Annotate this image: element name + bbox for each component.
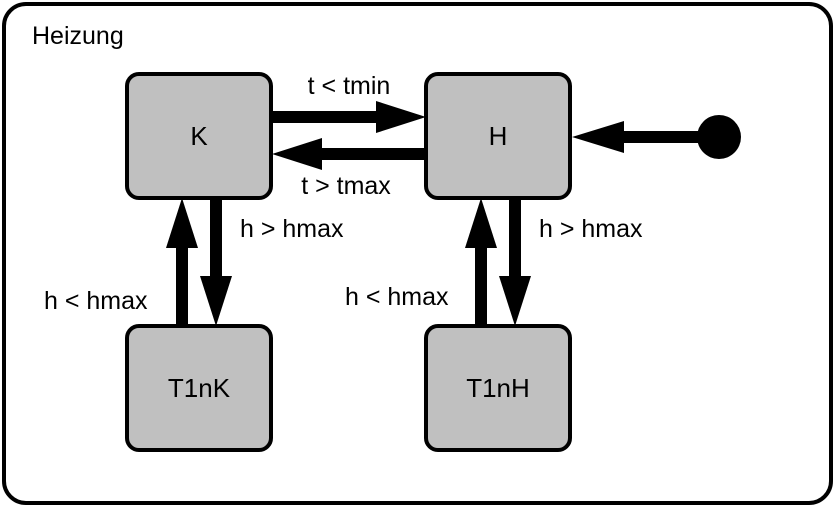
transition-t1nk-to-k xyxy=(166,198,198,326)
label-k-to-t1nk: h > hmax xyxy=(240,215,344,243)
label-t1nh-to-h: h < hmax xyxy=(345,283,449,311)
transition-t1nh-to-h xyxy=(465,198,497,326)
label-k-to-h: t < tmin xyxy=(308,72,391,100)
label-h-to-k: t > tmax xyxy=(301,172,391,200)
state-h-label: H xyxy=(489,121,508,151)
transition-h-to-t1nh xyxy=(499,198,531,326)
transition-k-to-h xyxy=(270,101,426,133)
state-h[interactable]: H xyxy=(424,72,572,200)
state-t1nh[interactable]: T1nH xyxy=(424,324,572,452)
state-t1nh-label: T1nH xyxy=(466,373,530,403)
transition-h-to-k xyxy=(272,138,426,170)
state-k[interactable]: K xyxy=(125,72,273,200)
state-t1nk[interactable]: T1nK xyxy=(125,324,273,452)
state-k-label: K xyxy=(190,121,208,151)
initial-state-dot xyxy=(697,115,741,159)
container-title: Heizung xyxy=(32,22,124,50)
initial-transition xyxy=(572,115,741,159)
label-t1nk-to-k: h < hmax xyxy=(44,287,148,315)
label-h-to-t1nh: h > hmax xyxy=(539,215,643,243)
transition-k-to-t1nk xyxy=(200,198,232,326)
state-t1nk-label: T1nK xyxy=(168,373,231,403)
